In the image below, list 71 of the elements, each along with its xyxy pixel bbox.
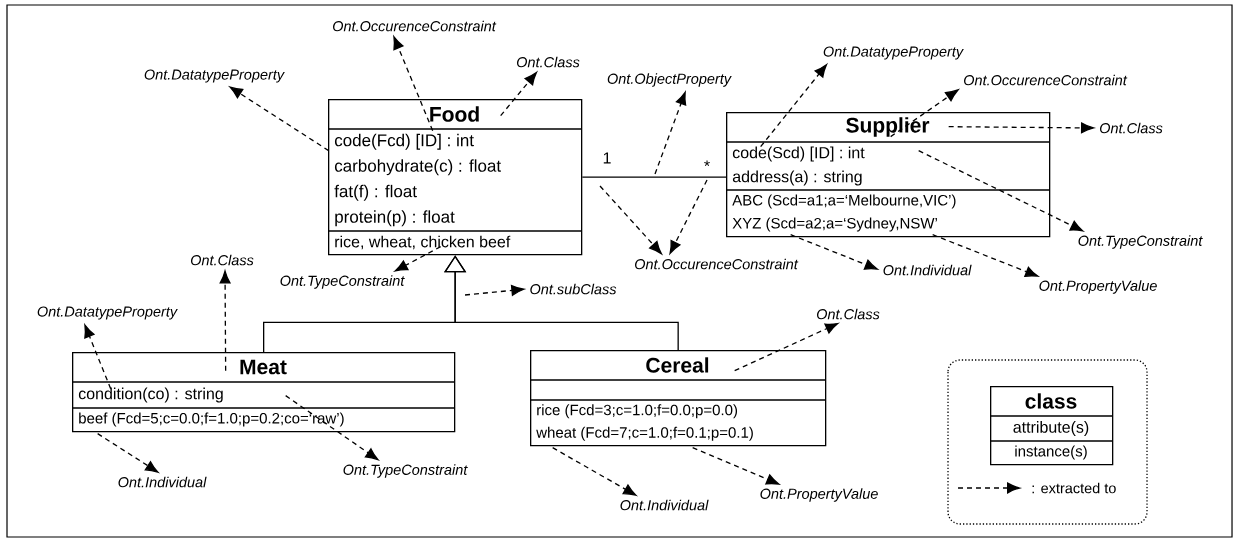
- ontology-label: Ont.OccurenceConstraint: [964, 74, 1128, 86]
- ontology-label: Ont.Individual: [883, 264, 972, 276]
- instance-text: rice, wheat, chicken beef: [335, 235, 511, 250]
- dashed-arrow: [734, 322, 839, 372]
- instance-text: XYZ (Scd=a2;a=‘Sydney,NSW’: [732, 217, 937, 232]
- dashed-arrow: [599, 185, 662, 255]
- ontology-label: Ont.ObjectProperty: [607, 73, 732, 87]
- class-box: [71, 352, 456, 433]
- dashed-arrow: [790, 234, 878, 270]
- ontology-label: Ont.Individual: [620, 499, 709, 511]
- dashed-arrow: [760, 64, 828, 148]
- ontology-label: Ont.TypeConstraint: [280, 275, 405, 289]
- dashed-arrow: [229, 86, 330, 152]
- dashed-arrow: [932, 234, 1039, 277]
- dashed-arrow: [552, 447, 637, 496]
- dashed-arrow: [500, 71, 538, 117]
- dashed-arrow: [692, 447, 780, 485]
- instance-text: ABC (Scd=a1;a=‘Melbourne,VIC’): [732, 194, 956, 209]
- dashed-arrow: [918, 150, 1084, 232]
- attribute-text: attribute(s): [1013, 421, 1089, 436]
- class-box: [327, 99, 583, 256]
- class-name: Cereal: [646, 357, 709, 373]
- ontology-label: Ont.Class: [190, 254, 254, 266]
- class-name: class: [1025, 393, 1077, 409]
- ontology-label: Ont.Class: [816, 308, 880, 320]
- ontology-label: Ont.Class: [1099, 122, 1163, 134]
- attribute-text: carbohydrate(c) : float: [334, 159, 501, 176]
- attribute-text: fat(f) : float: [334, 184, 417, 201]
- ontology-label: Ont.TypeConstraint: [1078, 235, 1203, 249]
- class-box: [529, 350, 827, 447]
- dashed-arrow: [84, 324, 112, 390]
- attribute-text: address(a) : string: [732, 170, 862, 186]
- dashed-arrow: [219, 270, 231, 372]
- dashed-arrow: [464, 284, 525, 296]
- ontology-label: Ont.TypeConstraint: [343, 464, 468, 478]
- ontology-label: Ont.OccurenceConstraint: [333, 20, 497, 32]
- class-name: Supplier: [846, 117, 930, 137]
- attribute-text: protein(p) : float: [335, 210, 455, 227]
- dashed-arrow: [97, 433, 159, 473]
- attribute-text: code(Scd) [ID] : int: [732, 146, 865, 162]
- inheritance-arrow: [444, 255, 679, 351]
- attribute-text: condition(co) : string: [78, 387, 223, 403]
- ontology-label: Ont.subClass: [530, 283, 617, 295]
- association-line: [581, 176, 727, 178]
- ontology-label: Ont.PropertyValue: [760, 488, 878, 502]
- dashed-arrow: [948, 122, 1095, 134]
- instance-text: instance(s): [1015, 445, 1087, 460]
- ontology-label: Ont.DatatypeProperty: [37, 306, 178, 320]
- class-box: [725, 112, 1051, 238]
- attribute-text: code(Fcd) [ID] : int: [334, 133, 474, 150]
- ontology-label: Ont.DatatypeProperty: [144, 69, 285, 83]
- class-box: [989, 386, 1114, 466]
- instance-text: wheat (Fcd=7;c=1.0;f=0.1;p=0.1): [536, 426, 753, 441]
- dashed-arrow: [654, 91, 687, 175]
- class-name: Meat: [240, 359, 287, 375]
- dashed-arrow: [890, 89, 959, 138]
- dashed-arrow: [669, 179, 708, 254]
- dashed-arrow: [285, 395, 379, 461]
- dashed-arrow: [393, 36, 434, 132]
- ontology-label: Ont.Individual: [118, 476, 207, 488]
- instance-text: beef (Fcd=5;c=0.0;f=1.0;p=0.2;co=‘raw’): [79, 412, 344, 427]
- ontology-label: Ont.DatatypeProperty: [823, 46, 964, 60]
- ontology-label: Ont.Class: [516, 56, 580, 68]
- multiplicity-label: 1: [603, 152, 611, 164]
- multiplicity-label: *: [704, 160, 710, 167]
- dashed-arrow: [394, 246, 442, 272]
- class-name: Food: [430, 106, 479, 122]
- legend-text: : extracted to: [1032, 482, 1116, 494]
- ontology-label: Ont.PropertyValue: [1039, 280, 1157, 294]
- instance-text: rice (Fcd=3;c=1.0;f=0.0;p=0.0): [537, 404, 738, 419]
- ontology-label: Ont.OccurenceConstraint: [635, 258, 799, 270]
